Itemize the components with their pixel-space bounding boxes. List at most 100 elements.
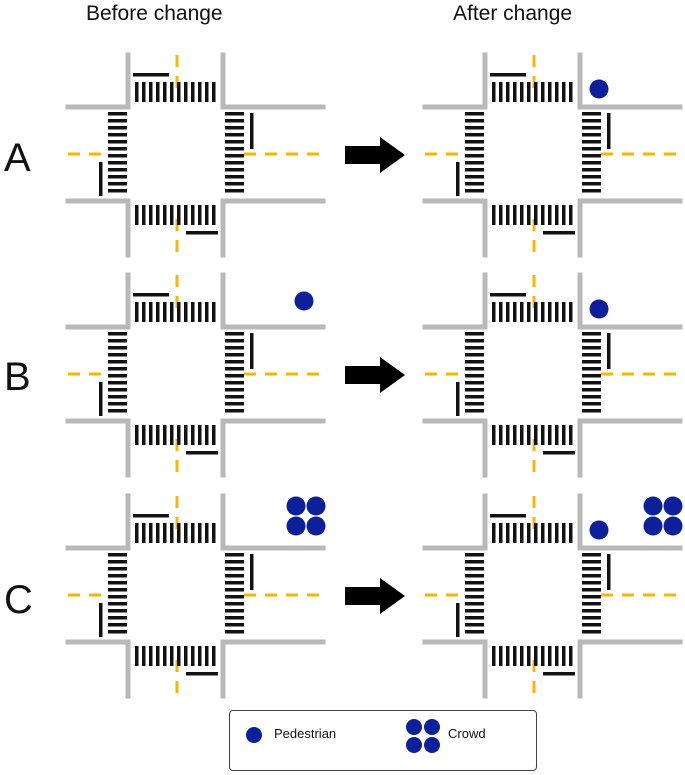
crosswalk-stripe xyxy=(191,82,195,102)
crosswalk-stripe xyxy=(225,595,244,599)
crosswalk-stripe xyxy=(582,112,601,116)
crosswalk-stripe xyxy=(225,553,244,557)
crosswalk-stripe xyxy=(548,425,552,445)
crosswalk-stripe xyxy=(506,523,510,543)
intersection-diagram xyxy=(65,52,683,701)
crosswalk-stripe xyxy=(163,82,167,102)
stop-line xyxy=(490,293,526,297)
crosswalk-stripe xyxy=(170,82,174,102)
crosswalk-stripe xyxy=(465,595,484,599)
curb-bottom-right xyxy=(577,418,683,478)
curb-top-left xyxy=(65,52,131,110)
crosswalk-stripe xyxy=(534,523,538,543)
crosswalk-stripe xyxy=(108,388,127,392)
crosswalk-stripe xyxy=(582,623,601,627)
crowd-icon xyxy=(286,516,306,536)
stop-line xyxy=(607,554,611,590)
crosswalk-stripe xyxy=(225,140,244,144)
crosswalk-stripe xyxy=(108,588,127,592)
curb-bottom-left xyxy=(422,198,488,258)
crosswalk-stripe xyxy=(499,302,503,322)
arrow-icon xyxy=(345,578,405,614)
crosswalk-stripe xyxy=(163,302,167,322)
crosswalk-stripe xyxy=(163,205,167,225)
crosswalk-stripe xyxy=(205,82,209,102)
curb-top-right xyxy=(220,52,326,110)
crosswalk-stripe xyxy=(225,567,244,571)
crosswalk-stripe xyxy=(225,395,244,399)
curb-bottom-left xyxy=(422,639,488,699)
crosswalk-stripe xyxy=(225,609,244,613)
crosswalk-stripe xyxy=(555,523,559,543)
crosswalk-stripe xyxy=(205,425,209,445)
crosswalk-stripe xyxy=(527,523,531,543)
crosswalk-stripe xyxy=(184,82,188,102)
crosswalk-stripe xyxy=(520,425,524,445)
row-label-c: C xyxy=(4,578,33,622)
crosswalk-stripe xyxy=(108,595,127,599)
crosswalk-stripe xyxy=(184,523,188,543)
curb-top-left xyxy=(65,493,131,551)
stop-line xyxy=(543,231,575,235)
crosswalk-stripe xyxy=(225,616,244,620)
crosswalk-stripe xyxy=(492,205,496,225)
crosswalk-stripe xyxy=(465,189,484,193)
crosswalk-stripe xyxy=(569,205,573,225)
row-label-b: B xyxy=(4,355,31,399)
crosswalk-stripe xyxy=(534,82,538,102)
crosswalk-stripe xyxy=(198,205,202,225)
stop-line xyxy=(99,162,103,196)
stop-line xyxy=(607,113,611,149)
crosswalk-stripe xyxy=(149,205,153,225)
crosswalk-stripe xyxy=(534,302,538,322)
crosswalk-stripe xyxy=(142,646,146,666)
crosswalk-stripe xyxy=(527,205,531,225)
pedestrian-icon xyxy=(589,299,609,319)
curb-top-right xyxy=(577,272,683,330)
crosswalk-stripe xyxy=(156,425,160,445)
crosswalk-stripe xyxy=(465,161,484,165)
crosswalk-stripe xyxy=(465,154,484,158)
crosswalk-stripe xyxy=(513,302,517,322)
crosswalk-stripe xyxy=(225,402,244,406)
stop-line xyxy=(99,382,103,416)
arrow-icon xyxy=(345,357,405,393)
crosswalk-stripe xyxy=(506,302,510,322)
crosswalk-stripe xyxy=(534,425,538,445)
crosswalk-stripe xyxy=(465,553,484,557)
crosswalk-stripe xyxy=(108,339,127,343)
curb-bottom-left xyxy=(65,198,131,258)
crosswalk-stripe xyxy=(191,425,195,445)
crosswalk-stripe xyxy=(135,646,139,666)
crosswalk-stripe xyxy=(492,523,496,543)
crowd-icon xyxy=(663,496,683,516)
crosswalk-stripe xyxy=(156,646,160,666)
column-header-after: After change xyxy=(453,2,573,25)
crosswalk-stripe xyxy=(548,646,552,666)
crosswalk-stripe xyxy=(582,388,601,392)
crosswalk-stripe xyxy=(205,302,209,322)
crosswalk-stripe xyxy=(177,82,181,102)
crosswalk-stripe xyxy=(212,205,216,225)
curb-top-left xyxy=(422,272,488,330)
column-header-before: Before change xyxy=(86,2,223,25)
crosswalk-stripe xyxy=(555,425,559,445)
crosswalk-stripe xyxy=(465,360,484,364)
crowd-icon xyxy=(643,516,663,536)
crosswalk-stripe xyxy=(465,147,484,151)
crosswalk-stripe xyxy=(198,425,202,445)
crosswalk-stripe xyxy=(225,147,244,151)
crosswalk-stripe xyxy=(225,154,244,158)
curb-bottom-right xyxy=(577,639,683,699)
crosswalk-stripe xyxy=(582,588,601,592)
crosswalk-stripe xyxy=(582,595,601,599)
crosswalk-stripe xyxy=(582,609,601,613)
crosswalk-stripe xyxy=(506,82,510,102)
crosswalk-stripe xyxy=(142,205,146,225)
crowd-icon xyxy=(306,516,326,536)
stop-line xyxy=(607,333,611,369)
crosswalk-stripe xyxy=(191,523,195,543)
crosswalk-stripe xyxy=(520,205,524,225)
crosswalk-stripe xyxy=(212,646,216,666)
crosswalk-stripe xyxy=(582,175,601,179)
